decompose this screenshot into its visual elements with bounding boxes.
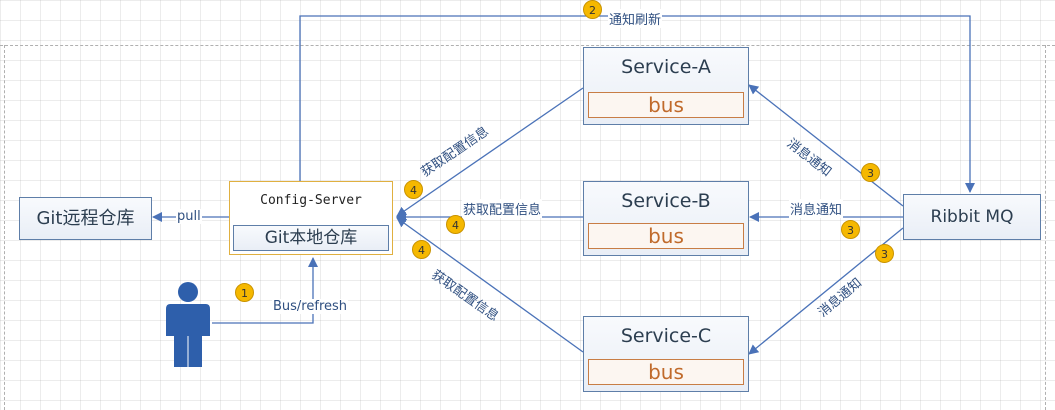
region-divider-right <box>1045 45 1046 410</box>
step-badge-2: 2 <box>583 0 602 19</box>
fetch-config-arrow-a <box>396 87 584 217</box>
service-a-bus: bus <box>588 92 744 118</box>
service-b: Service-B bus <box>583 181 749 256</box>
git-remote-repo: Git远程仓库 <box>19 197 152 240</box>
fetch-config-arrow-c <box>396 217 584 353</box>
git-local-repo: Git本地仓库 <box>233 225 389 251</box>
step-badge-4-b: 4 <box>446 215 465 234</box>
person-icon <box>166 282 210 367</box>
refresh-label: Bus/refresh <box>272 299 349 314</box>
service-b-bus: bus <box>588 223 744 249</box>
notify-refresh-label: 通知刷新 <box>608 9 663 28</box>
step-badge-1: 1 <box>235 283 254 302</box>
refresh-arrow <box>212 257 318 324</box>
step-badge-3-b: 3 <box>841 220 860 239</box>
step-badge-4-a: 4 <box>404 180 423 199</box>
region-divider-horizontal <box>0 45 1055 46</box>
pull-label: pull <box>176 209 202 224</box>
fetch-config-label-b: 获取配置信息 <box>462 199 543 218</box>
config-server: Config-Server Git本地仓库 <box>229 181 393 255</box>
service-a: Service-A bus <box>583 47 749 125</box>
notify-label-b: 消息通知 <box>789 199 844 218</box>
region-divider-left <box>4 45 5 410</box>
step-badge-4-c: 4 <box>412 240 431 259</box>
service-c-bus: bus <box>588 359 744 385</box>
notify-arrow-a <box>748 84 904 207</box>
step-badge-3-a: 3 <box>861 163 880 182</box>
config-server-title: Config-Server <box>260 193 362 208</box>
service-c-title: Service-C <box>620 325 712 347</box>
rabbit-mq: Ribbit MQ <box>903 194 1041 240</box>
service-c: Service-C bus <box>583 316 749 392</box>
service-b-title: Service-B <box>621 190 711 212</box>
step-badge-3-c: 3 <box>875 244 894 263</box>
service-a-title: Service-A <box>621 56 711 78</box>
